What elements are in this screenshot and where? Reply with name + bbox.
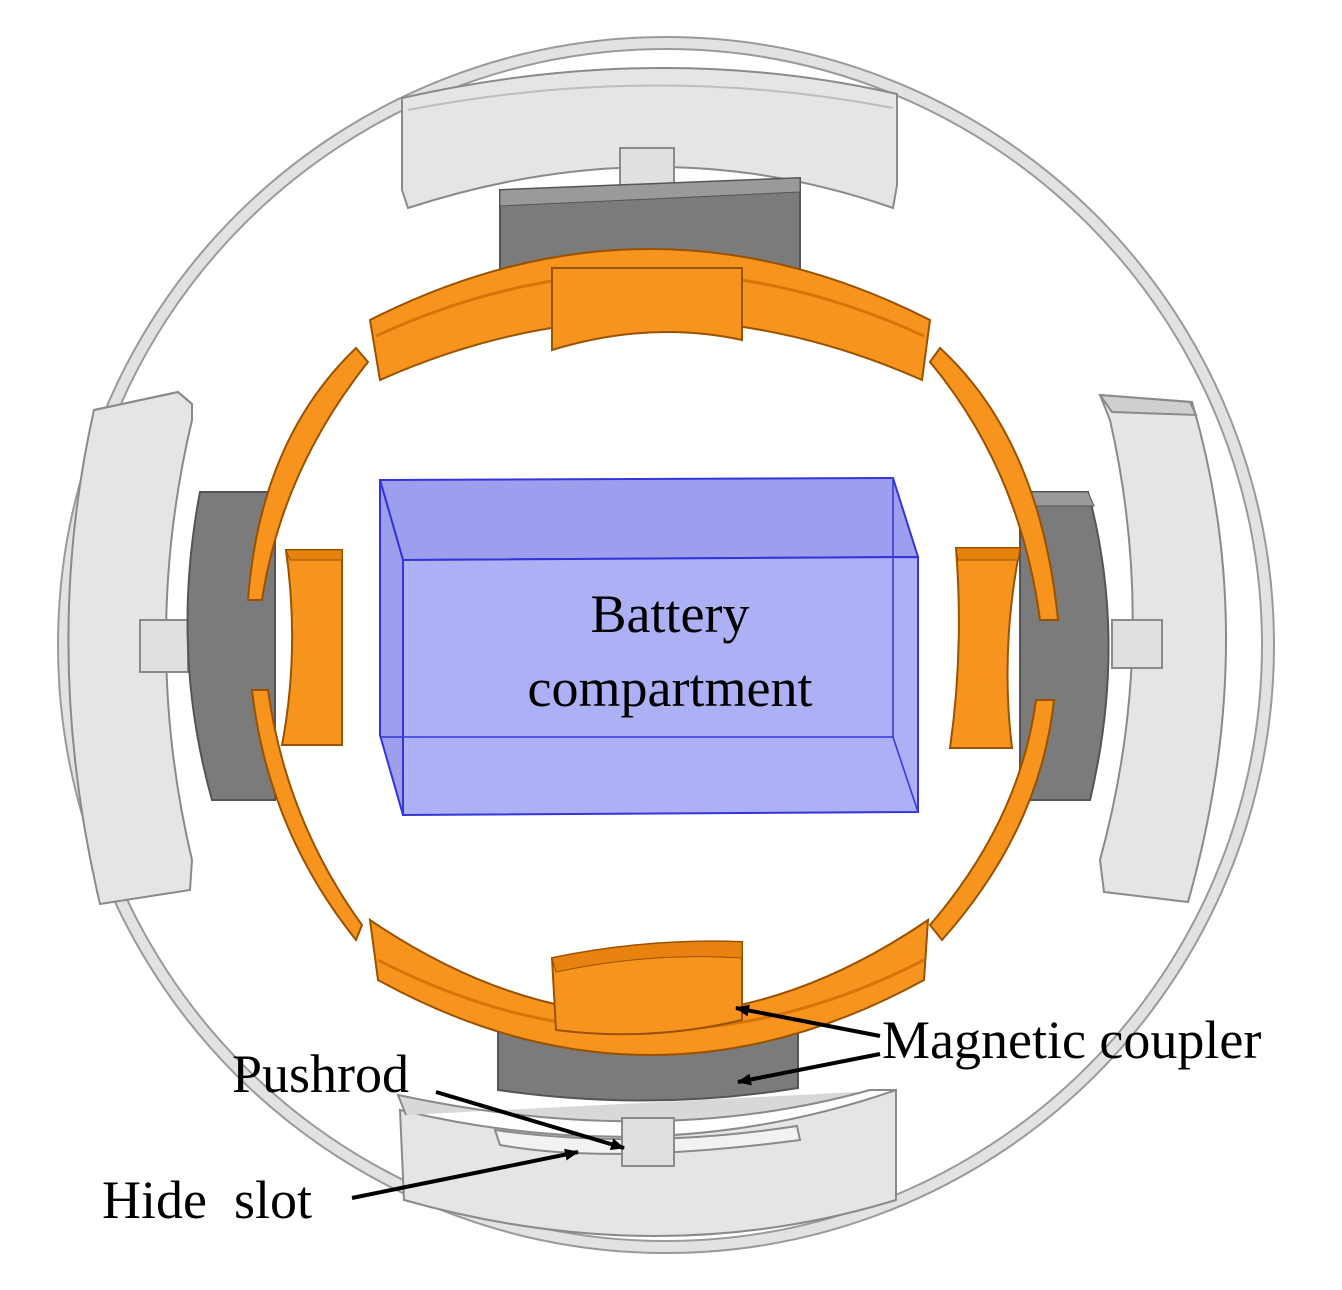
outer-housing xyxy=(57,36,1275,1254)
pushrod-top xyxy=(619,147,675,189)
hide-slot-block-right xyxy=(1097,393,1228,904)
pushrod-right xyxy=(1111,619,1163,669)
hide-slot-block-top xyxy=(401,66,898,210)
battery-label-line2: compartment xyxy=(528,658,813,718)
hide-slot-block-left xyxy=(67,390,194,906)
inner-coupler-left xyxy=(280,549,343,746)
pushrod-bottom xyxy=(621,1117,675,1167)
arrow-hide-slot xyxy=(351,1148,579,1200)
arrow-pushrod xyxy=(435,1090,625,1151)
annotation-arrows xyxy=(351,1004,881,1200)
arrow-magnetic-coupler-outer xyxy=(737,1052,881,1086)
label-magnetic-coupler: Magnetic coupler xyxy=(882,1010,1261,1070)
pushrod-left xyxy=(139,619,189,673)
inner-coupler-right xyxy=(948,547,1022,749)
inner-coupler-top xyxy=(551,267,743,352)
arrow-magnetic-coupler-inner xyxy=(735,1004,881,1038)
label-pushrod: Pushrod xyxy=(232,1044,409,1104)
label-hide-slot: Hide slot xyxy=(102,1170,312,1230)
inner-coupler-bottom xyxy=(550,940,743,1036)
battery-label-line1: Battery xyxy=(591,584,750,644)
battery-compartment: Battery compartment xyxy=(378,476,920,817)
